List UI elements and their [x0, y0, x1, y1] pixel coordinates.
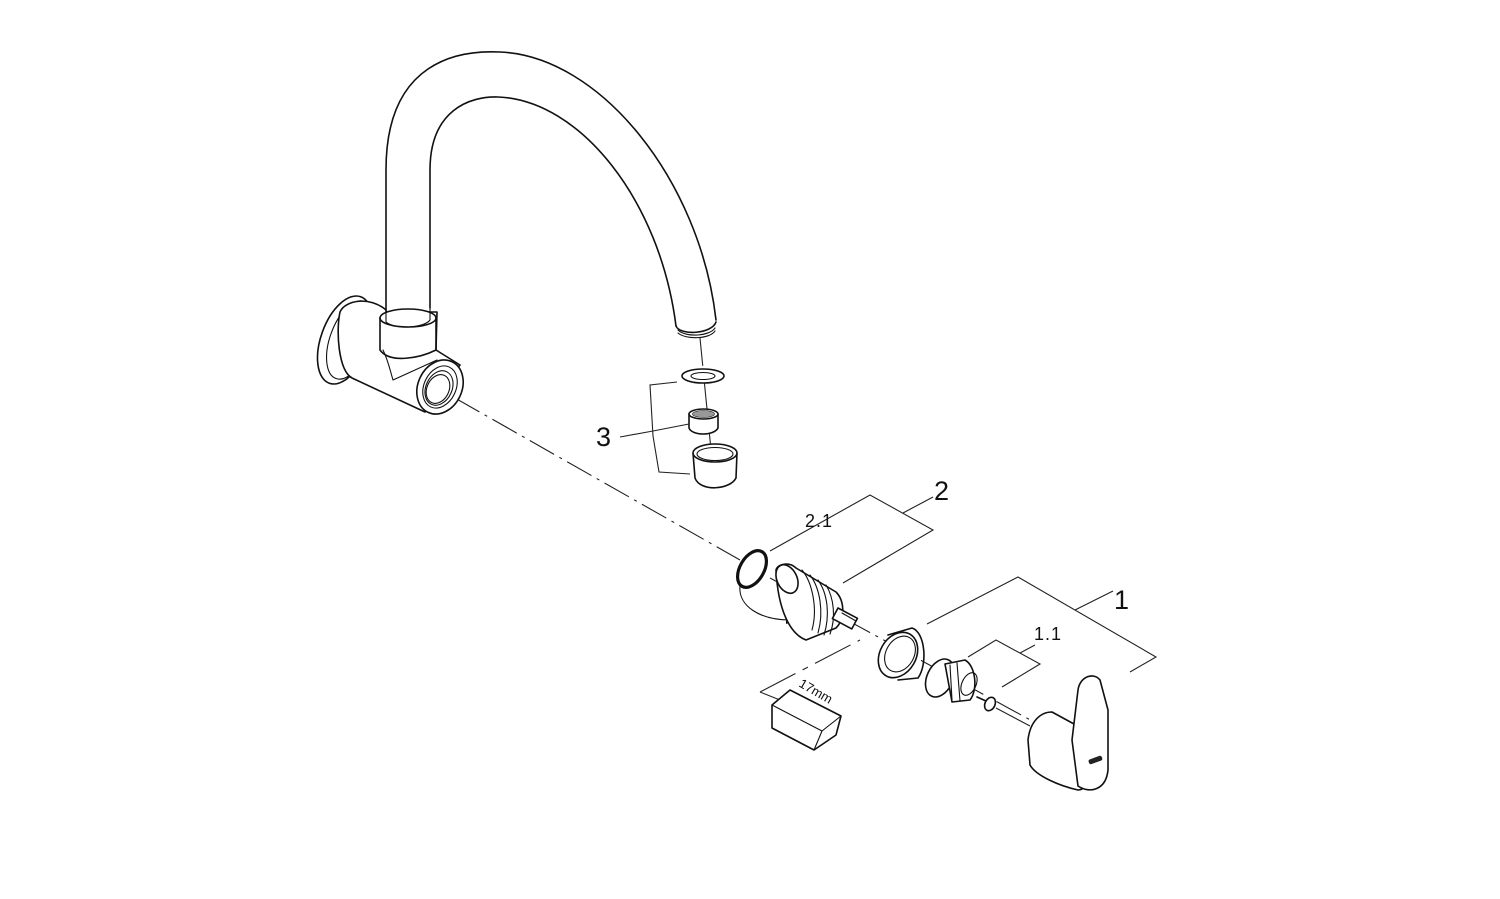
screw	[976, 696, 997, 712]
adapter-spline	[924, 658, 978, 703]
faucet-spout	[385, 50, 717, 339]
faucet-wall-body	[316, 295, 464, 415]
callout-label-3: 3	[596, 422, 611, 452]
callout-1: 1 1.1	[926, 576, 1158, 727]
callout-2: 2 2.1	[769, 476, 949, 584]
valve-cartridge	[775, 563, 859, 641]
wrench-17mm-tool: 17mm	[759, 639, 861, 751]
callout-label-1: 1	[1114, 585, 1129, 615]
callout-label-2-1: 2.1	[805, 511, 833, 531]
cover-ring	[877, 627, 925, 681]
lever-handle	[1027, 675, 1109, 791]
callout-3: 3	[596, 381, 691, 475]
aerator-set	[681, 368, 738, 489]
callout-label-2: 2	[934, 476, 949, 506]
callout-label-1-1: 1.1	[1034, 624, 1062, 644]
